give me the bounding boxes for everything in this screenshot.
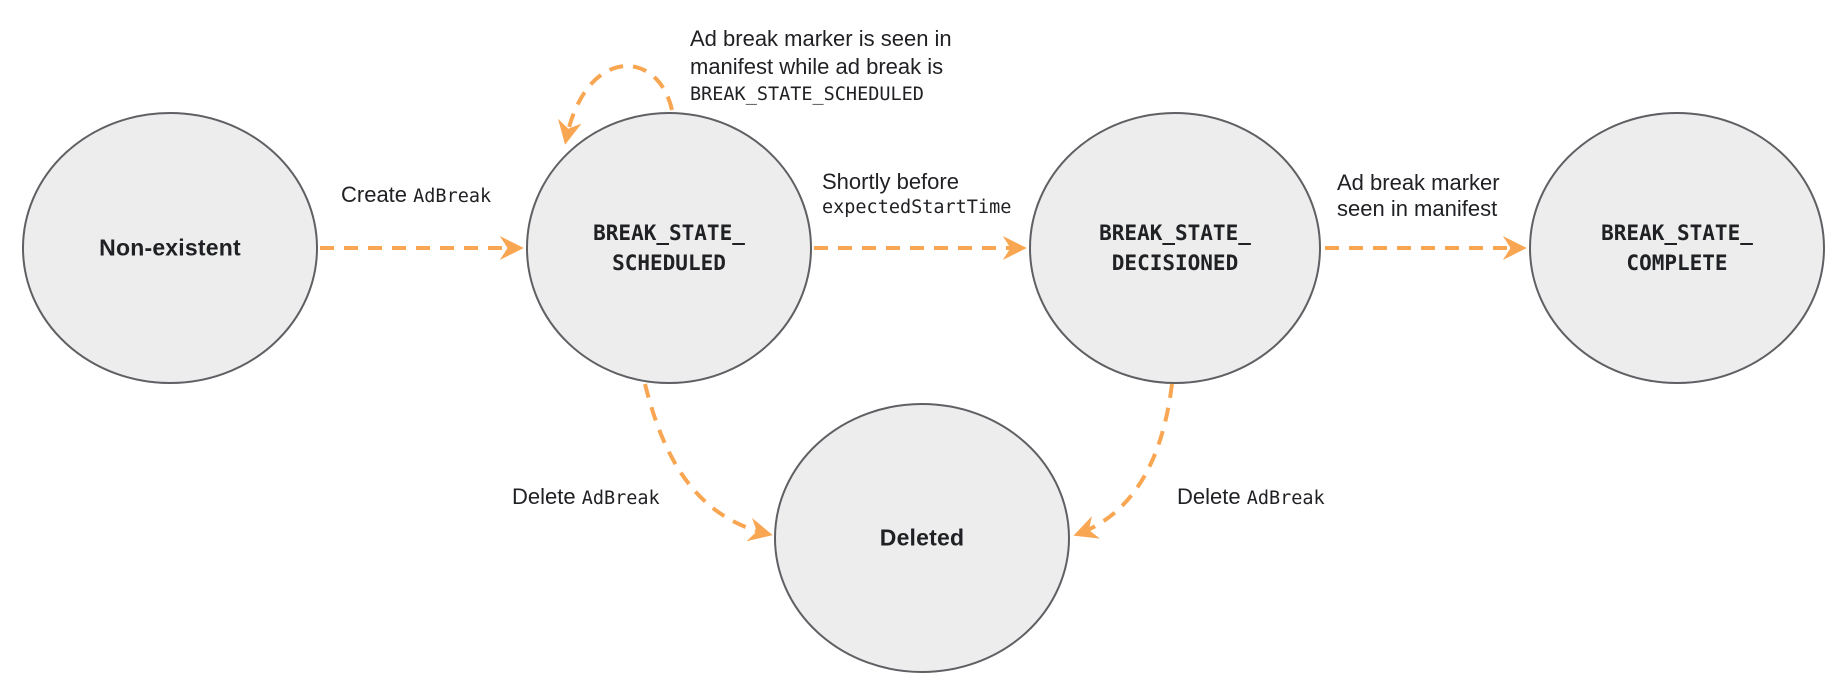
edge-label-code: AdBreak <box>413 186 492 207</box>
edge-label-shortly-before: Shortly before expectedStartTime <box>822 169 1011 221</box>
state-label-complete: BREAK_STATE_ COMPLETE <box>1601 218 1753 278</box>
edge-label-code: BREAK_STATE_SCHEDULED <box>690 84 924 105</box>
state-node-scheduled <box>526 112 812 384</box>
state-node-deleted <box>774 403 1070 673</box>
edge-label-text: Shortly before <box>822 169 959 194</box>
edge-label-delete-from-decisioned: Delete AdBreak <box>1177 483 1325 513</box>
edge-label-self-loop: Ad break marker is seen in manifest whil… <box>690 25 952 109</box>
state-node-decisioned <box>1029 112 1321 384</box>
state-label-line: BREAK_STATE_ <box>1099 221 1251 245</box>
state-label-deleted: Deleted <box>879 524 965 551</box>
edge-label-text: Delete <box>1177 484 1247 509</box>
edge-label-text: manifest while ad break is <box>690 54 944 79</box>
edge-self-loop-scheduled <box>558 64 674 145</box>
state-node-complete <box>1529 112 1825 384</box>
state-label-line: COMPLETE <box>1626 251 1728 275</box>
state-label-non-existent: Non-existent <box>99 234 241 261</box>
edge-label-text: Ad break marker is seen in <box>690 26 952 51</box>
state-node-non-existent <box>22 112 318 384</box>
edge-label-create-adbreak: Create AdBreak <box>341 181 491 211</box>
state-label-scheduled: BREAK_STATE_ SCHEDULED <box>593 218 745 278</box>
state-label-line: BREAK_STATE_ <box>593 221 745 245</box>
state-label-line: DECISIONED <box>1111 251 1239 275</box>
edge-decisioned-to-deleted <box>1073 383 1174 539</box>
edge-label-code: AdBreak <box>1246 488 1325 509</box>
edge-label-text: Ad break marker <box>1337 170 1500 195</box>
state-label-decisioned: BREAK_STATE_ DECISIONED <box>1099 218 1251 278</box>
edge-label-text: Delete <box>512 484 582 509</box>
state-label-line: BREAK_STATE_ <box>1601 221 1753 245</box>
edge-scheduled-to-deleted <box>643 383 773 542</box>
edge-label-code: AdBreak <box>581 488 660 509</box>
edge-label-delete-from-scheduled: Delete AdBreak <box>512 483 660 513</box>
edge-label-text: Create <box>341 182 414 207</box>
edge-label-marker-seen: Ad break marker seen in manifest <box>1337 170 1500 222</box>
edge-label-code: expectedStartTime <box>822 197 1012 218</box>
edge-label-text: seen in manifest <box>1337 196 1498 221</box>
state-label-line: SCHEDULED <box>612 251 726 275</box>
